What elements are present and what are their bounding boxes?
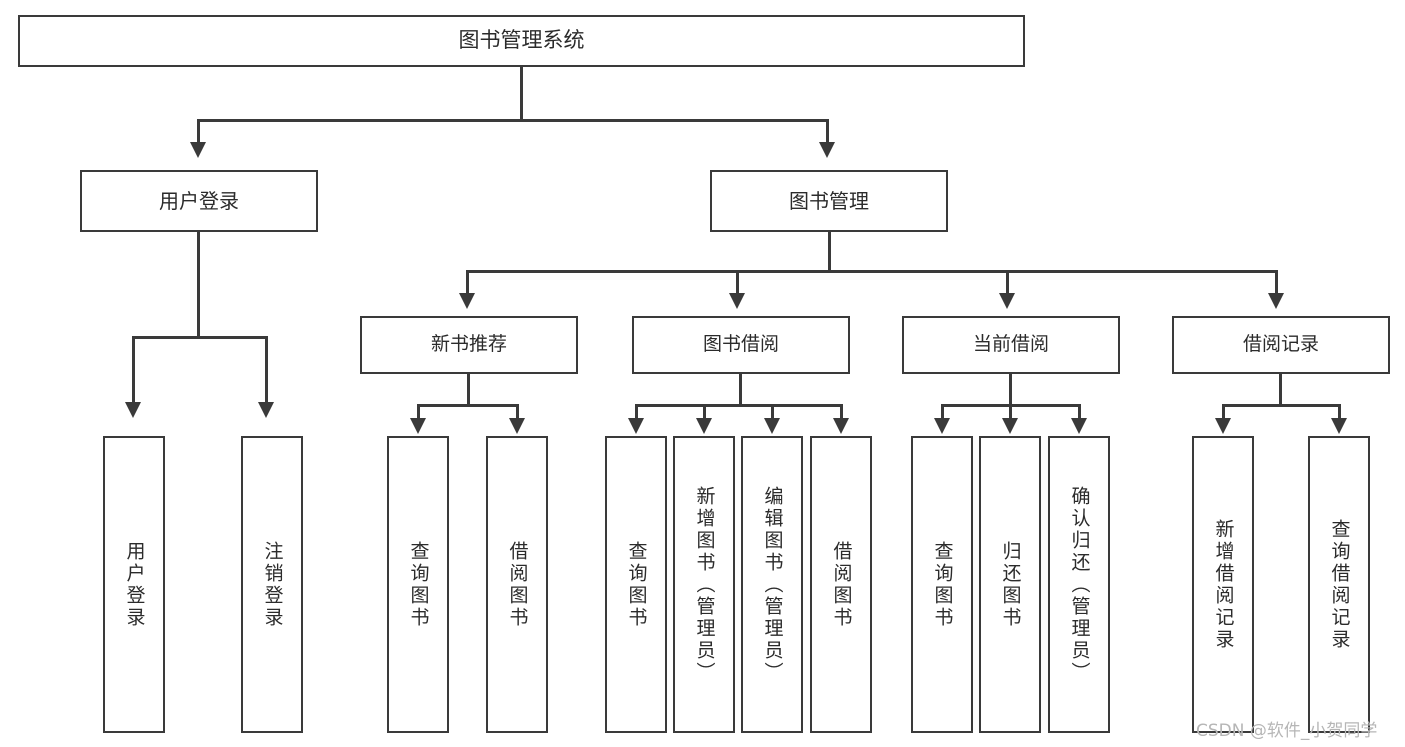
connector-borrow-record-drop-2: [1338, 404, 1341, 420]
connector-borrow-record-bar: [1222, 404, 1341, 407]
arrow-to-leaf-borrow-book-1: [509, 418, 525, 434]
node-label: 新增借阅记录: [1212, 518, 1235, 651]
connector-book-borrow-bar: [635, 404, 843, 407]
connector-level2-drop-1: [197, 119, 200, 144]
leaf-add-borrow-record[interactable]: 新增借阅记录: [1192, 436, 1254, 733]
leaf-add-book-admin[interactable]: 新增图书（管理员）: [673, 436, 735, 733]
leaf-borrow-book-recommend[interactable]: 借阅图书: [486, 436, 548, 733]
arrow-to-user-login: [190, 142, 206, 158]
node-current-borrow[interactable]: 当前借阅: [902, 316, 1120, 374]
node-label: 查询借阅记录: [1328, 518, 1351, 651]
node-label: 查询图书: [407, 540, 430, 629]
leaf-borrow-book[interactable]: 借阅图书: [810, 436, 872, 733]
connector-book-manage-stem: [828, 232, 831, 272]
connector-level2-drop-2: [826, 119, 829, 144]
arrow-to-leaf-add-record: [1215, 418, 1231, 434]
arrow-to-leaf-borrow-book-2: [833, 418, 849, 434]
connector-user-login-stem: [197, 232, 200, 338]
arrow-to-borrow-record: [1268, 293, 1284, 309]
node-label: 当前借阅: [972, 333, 1049, 356]
connector-level3-drop-4: [1275, 270, 1278, 295]
node-label: 编辑图书（管理员）: [761, 485, 784, 684]
connector-new-book-drop-2: [516, 404, 519, 420]
leaf-user-login[interactable]: 用户登录: [103, 436, 165, 733]
connector-user-login-drop-1: [132, 336, 135, 404]
leaf-query-book-borrow[interactable]: 查询图书: [605, 436, 667, 733]
leaf-query-borrow-record[interactable]: 查询借阅记录: [1308, 436, 1370, 733]
connector-current-borrow-drop-3: [1078, 404, 1081, 420]
node-label: 借阅图书: [506, 540, 529, 629]
leaf-query-book-recommend[interactable]: 查询图书: [387, 436, 449, 733]
connector-level2-bus: [197, 119, 829, 122]
arrow-to-leaf-query-book-2: [628, 418, 644, 434]
connector-book-borrow-drop-2: [703, 404, 706, 420]
leaf-confirm-return-admin[interactable]: 确认归还（管理员）: [1048, 436, 1110, 733]
watermark-csdn: CSDN @软件_小贺同学: [1196, 721, 1378, 741]
arrow-to-leaf-logout: [258, 402, 274, 418]
node-label: 查询图书: [931, 540, 954, 629]
connector-current-borrow-stem: [1009, 374, 1012, 406]
connector-new-book-bar: [417, 404, 519, 407]
connector-user-login-drop-2: [265, 336, 268, 404]
arrow-to-book-manage: [819, 142, 835, 158]
arrow-to-leaf-edit-book: [764, 418, 780, 434]
arrow-to-leaf-query-book-3: [934, 418, 950, 434]
leaf-logout[interactable]: 注销登录: [241, 436, 303, 733]
node-label: 图书管理系统: [458, 28, 585, 53]
connector-level3-drop-1: [466, 270, 469, 295]
arrow-to-current-borrow: [999, 293, 1015, 309]
node-label: 注销登录: [261, 540, 284, 629]
node-label: 借阅记录: [1242, 333, 1319, 356]
arrow-to-leaf-user-login: [125, 402, 141, 418]
node-new-book-recommend[interactable]: 新书推荐: [360, 316, 578, 374]
connector-book-borrow-drop-4: [840, 404, 843, 420]
node-user-login[interactable]: 用户登录: [80, 170, 318, 232]
arrow-to-new-book: [459, 293, 475, 309]
arrow-to-leaf-query-record: [1331, 418, 1347, 434]
connector-level3-bus: [466, 270, 1278, 273]
arrow-to-leaf-query-book-1: [410, 418, 426, 434]
arrow-to-book-borrow: [729, 293, 745, 309]
node-root-system[interactable]: 图书管理系统: [18, 15, 1025, 67]
arrow-to-leaf-add-book: [696, 418, 712, 434]
node-book-manage[interactable]: 图书管理: [710, 170, 948, 232]
connector-level3-drop-2: [736, 270, 739, 295]
connector-root-stem: [520, 67, 523, 120]
leaf-return-book[interactable]: 归还图书: [979, 436, 1041, 733]
connector-new-book-drop-1: [417, 404, 420, 420]
node-label: 新书推荐: [430, 333, 507, 356]
node-label: 新增图书（管理员）: [693, 485, 716, 684]
node-label: 图书管理: [789, 188, 869, 213]
leaf-edit-book-admin[interactable]: 编辑图书（管理员）: [741, 436, 803, 733]
node-label: 确认归还（管理员）: [1068, 485, 1091, 684]
node-label: 查询图书: [625, 540, 648, 629]
arrow-to-leaf-return-book: [1002, 418, 1018, 434]
connector-book-borrow-drop-1: [635, 404, 638, 420]
connector-borrow-record-stem: [1279, 374, 1282, 406]
connector-current-borrow-drop-2: [1009, 404, 1012, 420]
node-label: 图书借阅: [702, 333, 779, 356]
connector-book-borrow-drop-3: [771, 404, 774, 420]
connector-current-borrow-drop-1: [941, 404, 944, 420]
connector-user-login-bar: [132, 336, 268, 339]
connector-book-borrow-stem: [739, 374, 742, 406]
connector-new-book-stem: [467, 374, 470, 406]
node-label: 借阅图书: [830, 540, 853, 629]
node-book-borrow[interactable]: 图书借阅: [632, 316, 850, 374]
node-label: 归还图书: [999, 540, 1022, 629]
connector-borrow-record-drop-1: [1222, 404, 1225, 420]
node-label: 用户登录: [123, 540, 146, 629]
leaf-query-book-current[interactable]: 查询图书: [911, 436, 973, 733]
node-label: 用户登录: [159, 188, 239, 213]
arrow-to-leaf-confirm-return: [1071, 418, 1087, 434]
node-borrow-record[interactable]: 借阅记录: [1172, 316, 1390, 374]
connector-level3-drop-3: [1006, 270, 1009, 295]
